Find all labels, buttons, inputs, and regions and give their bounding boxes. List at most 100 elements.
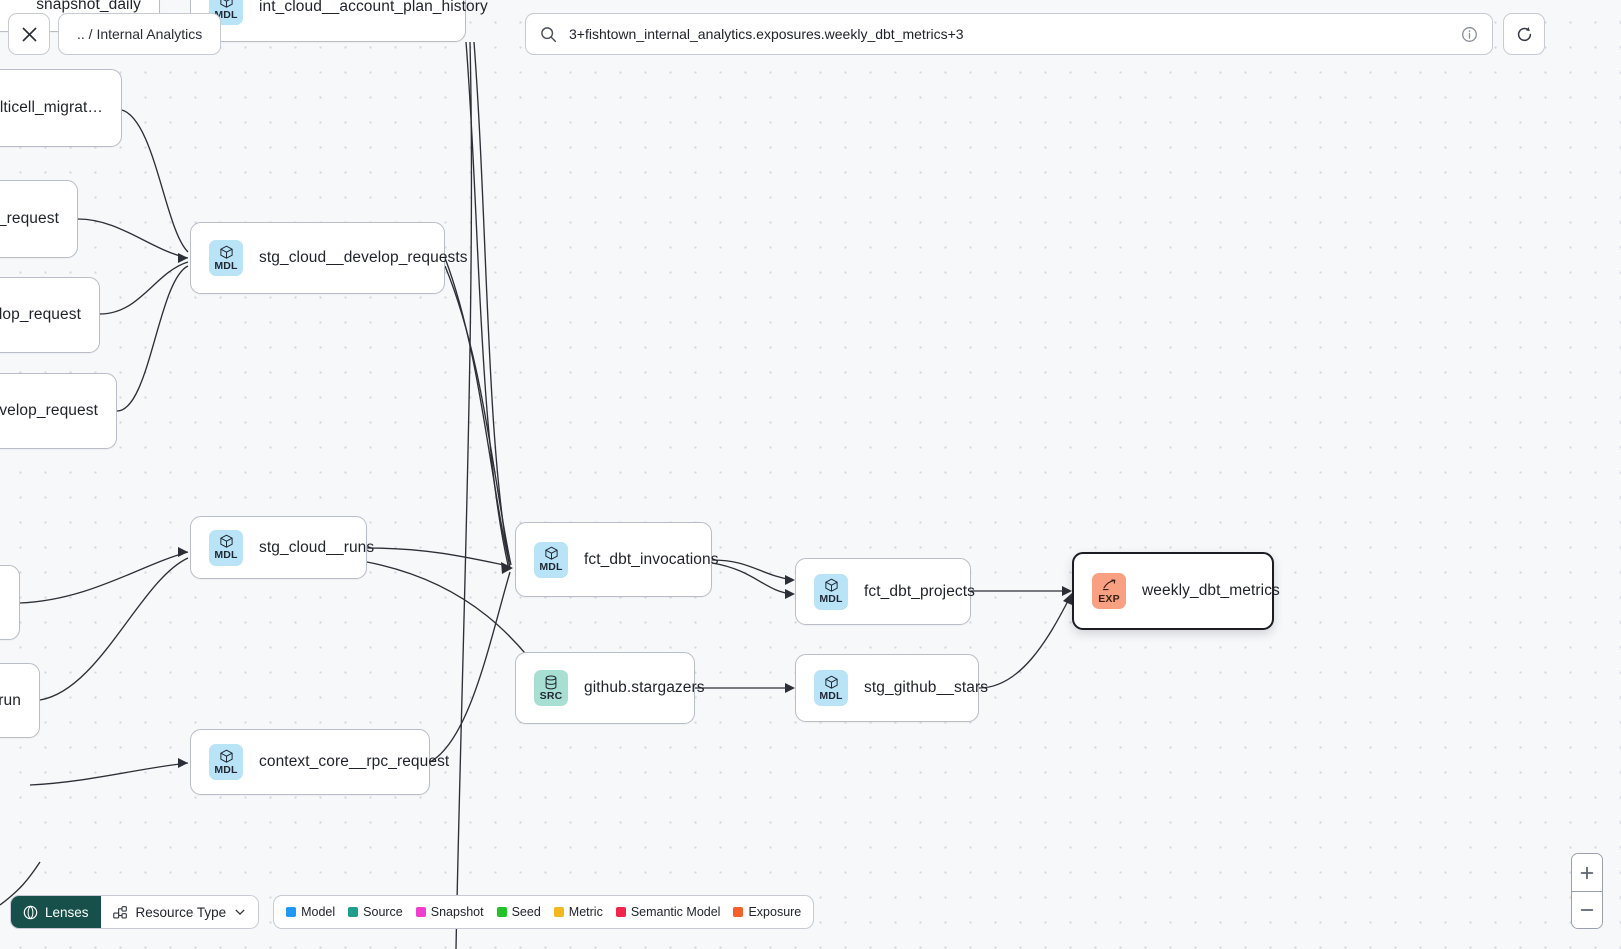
legend-label: Snapshot bbox=[430, 905, 484, 919]
lenses-label: Lenses bbox=[45, 904, 89, 920]
legend-item[interactable]: Seed bbox=[496, 905, 541, 919]
graph-node[interactable]: MDL stg_cloud__runs bbox=[190, 516, 374, 579]
graph-node[interactable]: EXP weekly_dbt_metrics bbox=[1072, 552, 1280, 630]
node-label: weekly_dbt_metrics bbox=[1142, 582, 1280, 599]
node-type-label: EXP bbox=[1098, 592, 1120, 605]
graph-node[interactable]: _develop_request bbox=[0, 373, 117, 449]
node-type-label: SRC bbox=[539, 689, 563, 702]
node-label: snapshot_daily bbox=[36, 0, 141, 13]
resource-type-icon bbox=[112, 905, 127, 919]
cube-icon bbox=[219, 0, 234, 9]
cube-icon bbox=[219, 749, 234, 764]
bottom-toolbar: Lenses Resource Type Model Source Snapshot… bbox=[10, 895, 815, 929]
node-type-badge: MDL bbox=[209, 529, 243, 566]
node-label: op_request bbox=[0, 210, 59, 227]
zoom-controls bbox=[1571, 853, 1603, 929]
node-type-label: MDL bbox=[214, 259, 238, 272]
node-type-badge: MDL bbox=[814, 573, 848, 610]
breadcrumb[interactable]: .. / Internal Analytics bbox=[58, 13, 222, 55]
node-label: github.stargazers bbox=[584, 679, 705, 696]
lineage-search-bar[interactable] bbox=[525, 13, 1493, 55]
legend-item[interactable]: Exposure bbox=[733, 905, 801, 919]
graph-node[interactable]: MDL context_core__rpc_request bbox=[190, 729, 449, 795]
legend-label: Metric bbox=[568, 905, 603, 919]
plus-icon bbox=[1580, 866, 1594, 879]
info-icon[interactable] bbox=[1461, 26, 1478, 43]
node-label: stg_cloud__runs bbox=[259, 538, 375, 556]
legend-item[interactable]: Source bbox=[348, 905, 403, 919]
legend-swatch bbox=[496, 907, 507, 917]
zoom-in-button[interactable] bbox=[1572, 854, 1602, 891]
cube-icon bbox=[824, 675, 839, 690]
node-label: fct_dbt_invocations bbox=[584, 550, 719, 568]
graph-node[interactable]: MDL stg_cloud__develop_requests bbox=[190, 222, 468, 294]
breadcrumb-label: .. / Internal Analytics bbox=[77, 26, 203, 42]
zoom-out-button[interactable] bbox=[1572, 891, 1602, 928]
graph-node[interactable]: op_request bbox=[0, 180, 78, 258]
legend-label: Exposure bbox=[748, 905, 802, 919]
graph-node[interactable]: n bbox=[0, 565, 20, 640]
node-type-label: MDL bbox=[819, 689, 843, 702]
legend-swatch bbox=[286, 907, 297, 917]
legend-item[interactable]: Semantic Model bbox=[615, 905, 721, 919]
node-type-badge: MDL bbox=[209, 744, 243, 780]
graph-node[interactable]: MDL fct_dbt_projects bbox=[795, 558, 975, 625]
legend-swatch bbox=[348, 907, 359, 917]
close-button[interactable] bbox=[8, 13, 50, 55]
node-label: _run bbox=[0, 691, 21, 709]
legend-item[interactable]: Snapshot bbox=[415, 905, 484, 919]
lens-icon bbox=[23, 905, 38, 919]
minus-icon bbox=[1580, 909, 1594, 911]
legend-item[interactable]: Metric bbox=[553, 905, 603, 919]
graph-node[interactable]: MDL fct_dbt_invocations bbox=[515, 522, 719, 597]
graph-node[interactable]: MDL stg_github__stars bbox=[795, 654, 988, 722]
graph-node[interactable]: _run bbox=[0, 663, 40, 738]
node-label: _develop_request bbox=[0, 402, 98, 419]
search-input[interactable] bbox=[567, 25, 1451, 43]
search-icon bbox=[541, 26, 557, 42]
cube-icon bbox=[219, 245, 234, 260]
legend-label: Source bbox=[363, 905, 403, 919]
legend-label: Seed bbox=[511, 905, 541, 919]
legend-item[interactable]: Model bbox=[286, 905, 335, 919]
refresh-icon bbox=[1517, 26, 1531, 41]
legend-swatch bbox=[553, 907, 564, 917]
node-type-label: MDL bbox=[819, 593, 843, 606]
lens-controls: Lenses Resource Type bbox=[10, 895, 260, 929]
graph-node[interactable]: velop_request bbox=[0, 277, 100, 353]
node-label: stg_github__stars bbox=[864, 679, 989, 696]
node-type-label: MDL bbox=[214, 8, 238, 21]
graph-node[interactable]: SRC github.stargazers bbox=[515, 652, 705, 724]
cube-icon bbox=[544, 546, 559, 561]
node-type-badge: SRC bbox=[534, 670, 568, 706]
node-type-badge: MDL bbox=[209, 240, 243, 276]
node-label: multicell_migrat… bbox=[0, 99, 103, 116]
legend-label: Model bbox=[301, 905, 336, 919]
node-label: int_cloud__account_plan_history bbox=[259, 0, 488, 15]
resource-type-button[interactable]: Resource Type bbox=[100, 896, 259, 928]
legend-label: Semantic Model bbox=[630, 905, 721, 919]
graph-node[interactable]: MDL int_cloud__account_plan_history bbox=[190, 0, 488, 42]
node-label: stg_cloud__develop_requests bbox=[259, 249, 468, 266]
chart-line-icon bbox=[1102, 578, 1117, 593]
node-label: fct_dbt_projects bbox=[864, 582, 976, 600]
graph-node[interactable]: multicell_migrat… bbox=[0, 69, 122, 147]
lenses-button[interactable]: Lenses bbox=[11, 896, 101, 928]
top-left-controls: .. / Internal Analytics bbox=[8, 13, 222, 55]
node-type-badge: EXP bbox=[1092, 573, 1126, 609]
node-type-label: MDL bbox=[539, 561, 563, 574]
refresh-button[interactable] bbox=[1503, 13, 1545, 55]
node-type-badge: MDL bbox=[534, 541, 568, 578]
close-icon bbox=[21, 26, 37, 42]
node-type-badge: MDL bbox=[814, 670, 848, 706]
cube-icon bbox=[219, 534, 234, 549]
node-label: velop_request bbox=[0, 306, 81, 323]
resource-type-legend: Model Source Snapshot Seed Metric Semantic Mo… bbox=[273, 895, 815, 929]
chevron-down-icon bbox=[235, 909, 245, 916]
database-icon bbox=[544, 675, 558, 690]
legend-swatch bbox=[733, 907, 744, 917]
node-type-label: MDL bbox=[214, 763, 238, 776]
node-label: context_core__rpc_request bbox=[259, 753, 450, 770]
